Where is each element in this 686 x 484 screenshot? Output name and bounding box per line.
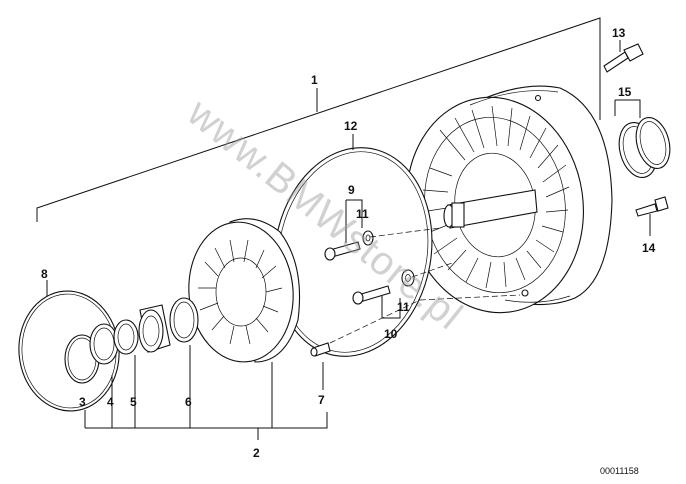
bolt-10 xyxy=(352,285,391,305)
callout-10: 10 xyxy=(384,327,398,341)
callout-11-lower: 11 xyxy=(397,300,410,314)
bolt-14 xyxy=(635,196,669,217)
drawing-code: 00011158 xyxy=(600,466,639,476)
callout-9: 9 xyxy=(348,183,355,197)
ring-6 xyxy=(169,297,199,343)
pin-7 xyxy=(310,342,331,357)
callout-3: 3 xyxy=(79,395,86,409)
washer-11-upper xyxy=(362,230,374,246)
callout-11-upper: 11 xyxy=(356,207,369,221)
callout-7: 7 xyxy=(318,393,325,407)
needle-bearing xyxy=(138,304,171,353)
o-ring-15b xyxy=(635,116,671,170)
stator-cover xyxy=(188,218,301,363)
pump-housing xyxy=(406,85,613,314)
callout-14: 14 xyxy=(642,241,656,255)
ring-5 xyxy=(113,319,139,355)
callout-12: 12 xyxy=(344,119,358,133)
callout-leaders xyxy=(36,17,651,440)
callout-4: 4 xyxy=(107,395,114,409)
washer-11-lower xyxy=(401,269,415,287)
callout-8: 8 xyxy=(41,267,48,281)
bolt-9 xyxy=(324,241,361,261)
callout-6: 6 xyxy=(185,395,192,409)
callout-1: 1 xyxy=(311,73,318,87)
callout-5: 5 xyxy=(130,395,137,409)
callout-13: 13 xyxy=(612,26,626,40)
callout-2: 2 xyxy=(253,446,260,460)
callout-15: 15 xyxy=(618,85,632,99)
bolt-13 xyxy=(603,43,644,73)
